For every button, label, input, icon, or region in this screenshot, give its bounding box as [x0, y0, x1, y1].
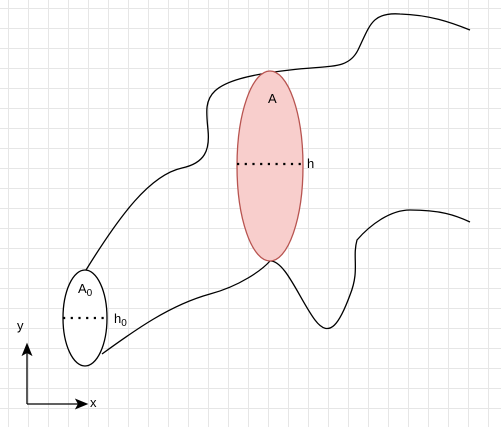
- area-small-label: A0: [78, 281, 93, 299]
- x-axis-arrow-icon: [74, 398, 89, 410]
- height-small-text: h: [114, 311, 122, 326]
- area-small-subscript: 0: [86, 288, 93, 299]
- height-small-label: h0: [114, 311, 127, 329]
- x-axis-label: x: [90, 395, 97, 410]
- y-axis-arrow-icon: [21, 342, 33, 357]
- cross-section-large: [236, 70, 304, 262]
- area-large-label: A: [268, 91, 277, 106]
- height-small-subscript: 0: [121, 318, 127, 329]
- y-axis-label: y: [17, 318, 24, 333]
- area-small-text: A: [78, 281, 87, 296]
- height-large-label: h: [307, 156, 315, 171]
- lower-boundary-curve: [101, 209, 471, 355]
